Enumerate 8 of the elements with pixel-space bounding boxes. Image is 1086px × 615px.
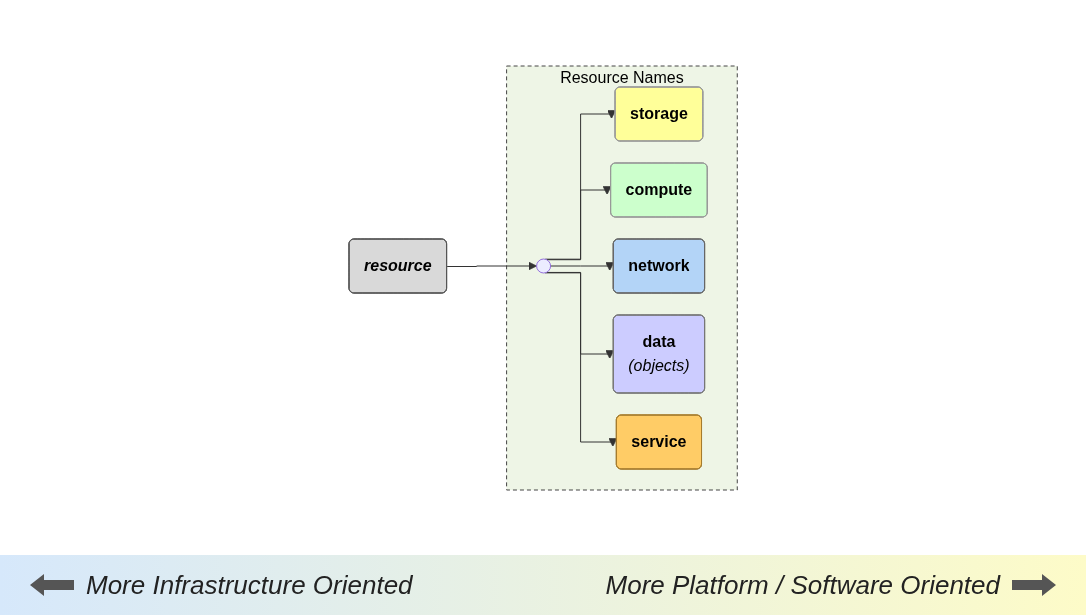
axis-note: More Infrastructure Oriented xyxy=(86,569,413,601)
axis-note: More Platform / Software Oriented xyxy=(605,569,1000,601)
arrow xyxy=(546,185,612,260)
arrow xyxy=(446,261,537,270)
node-circle xyxy=(535,258,551,273)
arrow xyxy=(544,109,616,260)
arrow xyxy=(549,261,614,271)
arrow xyxy=(544,271,618,447)
